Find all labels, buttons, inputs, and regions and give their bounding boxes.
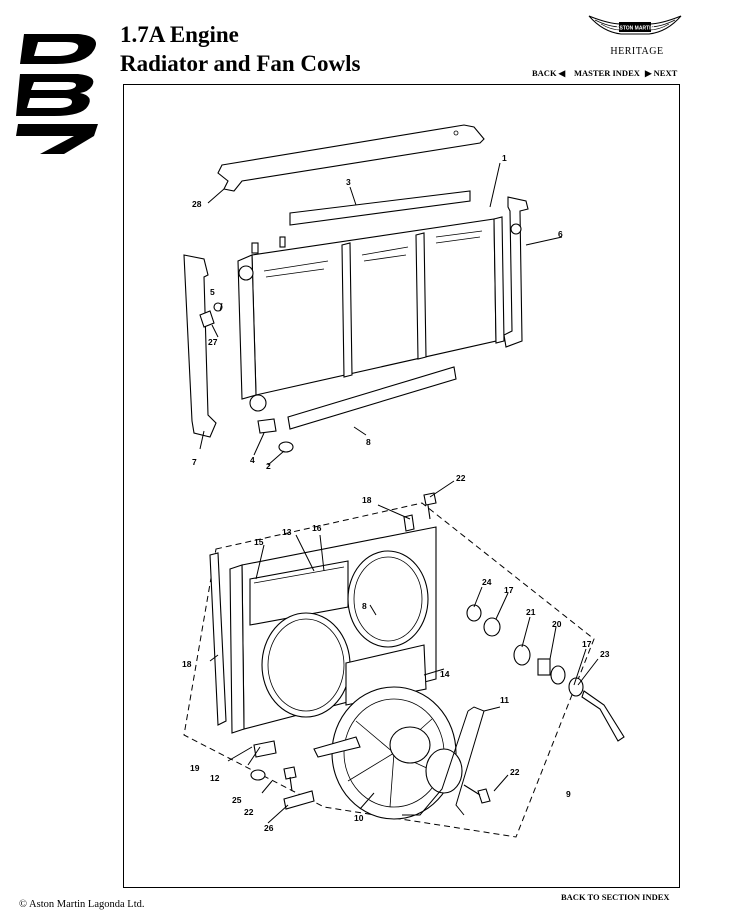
bleed-screw	[199, 310, 215, 328]
callout-label: 20	[552, 619, 562, 629]
assembly-outline	[183, 502, 595, 838]
fan-hardware	[466, 604, 625, 742]
lower-grommet	[278, 441, 294, 453]
clip-26	[283, 790, 315, 810]
copyright-notice: © Aston Martin Lagonda Ltd.	[19, 899, 145, 910]
callout-label: 25	[232, 795, 242, 805]
page-title: 1.7A Engine Radiator and Fan Cowls	[120, 20, 360, 78]
callout-label: 6	[558, 229, 563, 239]
bolt-22-top	[423, 492, 437, 520]
lower-seal-strip	[287, 366, 457, 430]
aston-martin-logo: ASTON MARTIN	[588, 15, 682, 35]
callout-label: 18	[362, 495, 372, 505]
top-mounting-bracket	[217, 124, 485, 192]
fan-cowl	[229, 514, 437, 734]
callout-label: 3	[346, 177, 351, 187]
callout-label: 18	[182, 659, 192, 669]
callout-label: 2	[266, 461, 271, 471]
callout-label: 17	[504, 585, 514, 595]
callout-label: 13	[282, 527, 292, 537]
fan-motor	[313, 686, 463, 820]
rubber-mount	[257, 418, 277, 434]
callout-label: 27	[208, 337, 218, 347]
callout-label: 1	[502, 153, 507, 163]
callout-label: 12	[210, 773, 220, 783]
callout-label: 19	[190, 763, 200, 773]
left-cowl-seal	[209, 552, 227, 726]
callout-label: 22	[510, 767, 520, 777]
callout-label: 7	[192, 457, 197, 467]
callout-label: 17	[582, 639, 592, 649]
heritage-label: HERITAGE	[610, 46, 664, 57]
callout-label: 23	[600, 649, 610, 659]
radiator	[237, 216, 505, 412]
db7-logo	[16, 34, 98, 154]
master-index-link[interactable]: MASTER INDEX	[574, 68, 640, 78]
title-line-2: Radiator and Fan Cowls	[120, 51, 361, 76]
callout-label: 9	[566, 789, 571, 799]
washer-25	[250, 769, 266, 781]
screw-22	[283, 766, 297, 792]
callout-label: 22	[456, 473, 466, 483]
callout-label: 8	[366, 437, 371, 447]
callout-label: 15	[254, 537, 264, 547]
upper-seal-strip	[289, 190, 471, 226]
mount-19	[253, 740, 277, 758]
callout-label: 8	[362, 601, 367, 611]
callout-label: 14	[440, 669, 450, 679]
callout-label: 5	[210, 287, 215, 297]
title-line-1: 1.7A Engine	[120, 22, 239, 47]
callout-label: 10	[354, 813, 364, 823]
callout-label: 24	[482, 577, 492, 587]
bolt-22-bottom	[463, 784, 491, 804]
left-side-seal	[183, 254, 217, 438]
callout-label: 16	[312, 523, 322, 533]
right-side-seal	[503, 196, 529, 348]
exploded-diagram: 1 2 3 4 5 6 7 8 27 28 22 18 13 16 15 8 2…	[123, 84, 680, 888]
callout-label: 21	[526, 607, 536, 617]
back-to-section-index-link[interactable]: BACK TO SECTION INDEX	[561, 892, 670, 902]
callout-label: 22	[244, 807, 254, 817]
callout-label: 4	[250, 455, 255, 465]
callout-label: 26	[264, 823, 274, 833]
callout-label: 28	[192, 199, 202, 209]
back-link[interactable]: BACK ◀	[532, 68, 566, 78]
next-link[interactable]: ▶ NEXT	[645, 68, 678, 78]
filler-plug	[510, 223, 522, 235]
brand-text: ASTON MARTIN	[616, 26, 655, 32]
callout-label: 11	[500, 695, 509, 705]
